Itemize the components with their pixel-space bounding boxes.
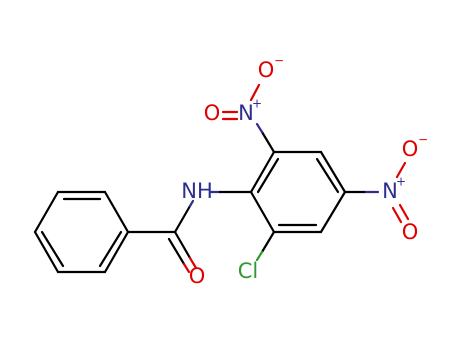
ring-inner-bond-1	[256, 157, 280, 194]
ring-bond-4	[319, 190, 347, 234]
carbonyl-c-o-bond-1-red	[188, 256, 198, 270]
para-nitro-bottom-o-label: O	[402, 220, 419, 244]
para-nitro-n-o-top-bond	[395, 161, 407, 179]
atom-labels: NH O Cl N O O N O O	[181, 58, 418, 288]
charge-labels: + − + −	[252, 54, 428, 189]
ortho-nitro-left-o-label: O	[204, 101, 221, 125]
ortho-nitro-n-label: N	[238, 101, 254, 125]
para-nitro-n-label: N	[382, 179, 398, 203]
ring-bond-6	[249, 190, 276, 234]
ortho-nitro-n-o-top-bond	[249, 83, 261, 102]
ring-to-chlorine-bond	[260, 230, 276, 254]
ring-bond-1	[249, 150, 276, 194]
carbonyl-oxygen-label: O	[189, 264, 206, 288]
para-nitro-oxygen-minus-charge: −	[418, 133, 428, 147]
para-nitro-n-o-bottom-bond-2	[398, 203, 410, 221]
ring-inner-bond-2	[315, 157, 340, 194]
benzene-bond-6	[33, 190, 60, 234]
benzene-inner-bond-3	[40, 230, 65, 268]
benzene-bond-5	[33, 230, 60, 274]
ortho-nitro-oxygen-minus-charge: −	[274, 54, 284, 68]
ring-bond-3	[319, 150, 347, 194]
ortho-nitro-plus-charge: +	[252, 97, 262, 111]
substituent-bonds	[221, 83, 410, 262]
carbonyl-c-o-bond-2-red	[182, 262, 191, 274]
amide-bonds	[126, 190, 253, 274]
chlorine-label: Cl	[238, 259, 259, 283]
benzene-inner-bond-2	[98, 230, 123, 268]
benzoyl-ring-bonds	[33, 190, 130, 274]
ring-to-ortho-nitro-bond-blue	[255, 122, 264, 134]
ring-to-ortho-nitro-bond	[260, 130, 276, 154]
para-nitro-n-o-bottom-bond-1	[391, 206, 403, 224]
carbonyl-c-o-bond-1	[173, 230, 192, 260]
substituted-ring-bonds	[249, 150, 347, 234]
carbonyl-c-n-bond	[173, 204, 192, 234]
benzene-bond-3	[103, 230, 130, 274]
para-nitro-top-o-label: O	[402, 137, 419, 161]
ortho-nitro-top-o-label: O	[258, 58, 275, 82]
carbonyl-c-n-bond-blue	[188, 199, 195, 208]
nh-label: NH	[181, 179, 213, 203]
benzene-bond-2	[103, 190, 130, 234]
carbonyl-c-o-bond-2	[167, 237, 186, 266]
ring-to-chlorine-bond-green	[255, 250, 264, 262]
para-nitro-plus-charge: +	[396, 175, 406, 189]
